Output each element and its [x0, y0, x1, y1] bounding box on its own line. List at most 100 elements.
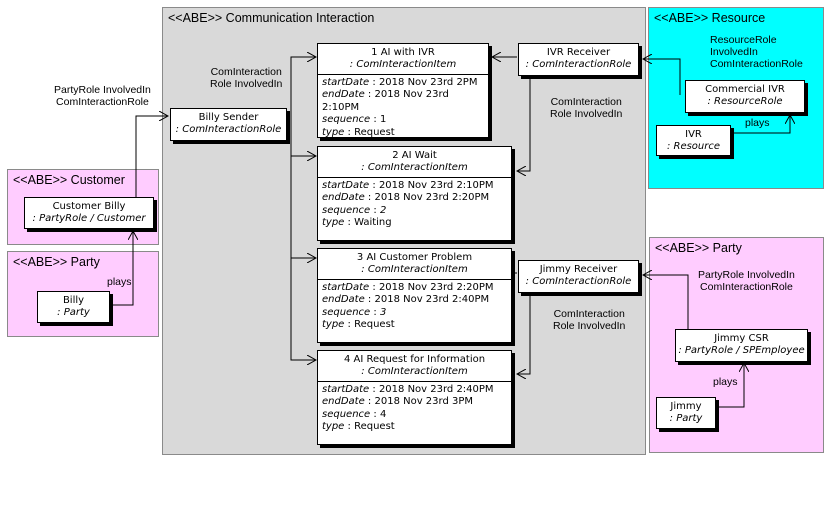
- label-line: Role InvolvedIn: [210, 78, 283, 90]
- jimmy-object[interactable]: Jimmy : Party: [656, 397, 716, 429]
- link-commercial-ivr-to-ivr-receiver: [643, 59, 681, 95]
- object-name: Customer Billy: [52, 201, 126, 212]
- ivr-receiver-object[interactable]: IVR Receiver : ComInteractionRole: [518, 43, 639, 76]
- attr-name: sequence: [322, 204, 371, 216]
- interaction-item-2[interactable]: 2 AI Wait : ComInteractionItem startDate…: [317, 146, 512, 241]
- object-name: Billy Sender: [198, 112, 259, 123]
- label-line: ComInteraction: [210, 66, 282, 78]
- attr-value: Request: [354, 319, 395, 331]
- attr-value: 2018 Nov 23rd 2:10PM: [322, 89, 449, 113]
- attr-name: sequence: [322, 114, 371, 126]
- attr-name: endDate: [322, 294, 365, 306]
- object-name: Jimmy Receiver: [539, 264, 618, 275]
- label-resourcerole-involvedin: ResourceRole InvolvedIn ComInteractionRo…: [710, 34, 803, 70]
- attr-name: type: [322, 421, 345, 433]
- object-type: : ComInteractionRole: [525, 276, 632, 287]
- attr-name: type: [322, 126, 345, 138]
- link-jimmy-csr-to-jimmy-receiver: [643, 275, 689, 329]
- attr-value: 2: [379, 204, 387, 216]
- link-jimmy-plays-jimmy-csr: [718, 363, 744, 408]
- jimmy-csr-object[interactable]: Jimmy CSR : PartyRole / SPEmployee: [675, 329, 808, 362]
- attr-value: 3: [379, 306, 387, 318]
- link-ivr-receiver-to-item-2: [517, 76, 531, 171]
- object-name: Commercial IVR: [705, 84, 785, 95]
- label-partyrole-involvedin: PartyRole InvolvedIn ComInteractionRole: [54, 84, 151, 108]
- label-line: PartyRole InvolvedIn: [54, 84, 151, 96]
- label-line: Role InvolvedIn: [550, 108, 623, 120]
- object-name: IVR Receiver: [546, 47, 611, 58]
- customer-billy-object[interactable]: Customer Billy : PartyRole / Customer: [24, 197, 154, 229]
- attr-value: 2018 Nov 23rd 2:40PM: [378, 384, 494, 395]
- object-name: Jimmy: [670, 401, 702, 412]
- item-attributes: startDate : 2018 Nov 23rd 2PM endDate : …: [318, 74, 488, 139]
- label-line: ComInteraction: [550, 96, 622, 108]
- attr-value: Waiting: [354, 217, 392, 229]
- package-title: <<ABE>> Party: [655, 241, 742, 255]
- link-sender-to-item-3: [290, 156, 316, 258]
- label-cominteraction-role-involvedin: ComInteraction Role InvolvedIn: [210, 66, 282, 90]
- attr-name: sequence: [322, 306, 371, 318]
- object-type: : PartyRole / Customer: [32, 213, 146, 224]
- item-type: : ComInteractionItem: [349, 59, 457, 70]
- label-line: ComInteraction: [553, 308, 625, 320]
- link-ivr-plays-commercial-ivr: [733, 115, 790, 134]
- label-plays-left: plays: [107, 276, 132, 288]
- attr-name: sequence: [322, 408, 371, 420]
- item-attributes: startDate : 2018 Nov 23rd 2:40PM endDate…: [318, 381, 511, 434]
- attr-name: startDate: [322, 384, 370, 395]
- attr-value: 2018 Nov 23rd 2:40PM: [374, 294, 490, 306]
- attr-value: 2018 Nov 23rd 2:20PM: [378, 282, 494, 293]
- label-line: PartyRole InvolvedIn: [698, 269, 795, 281]
- attr-name: endDate: [322, 192, 365, 204]
- item-type: : ComInteractionItem: [361, 264, 468, 275]
- attr-name: type: [322, 217, 345, 229]
- billy-sender-object[interactable]: Billy Sender : ComInteractionRole: [170, 108, 287, 141]
- label-line: ComInteractionRole: [700, 281, 793, 293]
- object-name: IVR: [685, 129, 702, 140]
- label-line: Role InvolvedIn: [553, 320, 626, 332]
- object-name: Billy: [62, 295, 85, 306]
- link-jimmy-receiver-to-item-4: [517, 293, 531, 374]
- item-name: 1 AI with IVR: [371, 47, 435, 58]
- package-title: <<ABE>> Communication Interaction: [168, 11, 375, 25]
- billy-object[interactable]: Billy : Party: [37, 291, 110, 323]
- object-type: : Party: [57, 307, 90, 318]
- object-type: : Resource: [666, 141, 721, 152]
- link-customer-billy-to-billy-sender: [135, 116, 168, 197]
- package-title: <<ABE>> Customer: [13, 173, 125, 187]
- attr-value: 2018 Nov 23rd 2:20PM: [374, 192, 490, 204]
- item-attributes: startDate : 2018 Nov 23rd 2:10PM endDate…: [318, 177, 511, 230]
- object-type: : PartyRole / SPEmployee: [678, 345, 805, 356]
- attr-value: Request: [354, 126, 395, 138]
- link-sender-to-item-4: [290, 258, 316, 360]
- label-party-right-involvedin: PartyRole InvolvedIn ComInteractionRole: [698, 269, 795, 293]
- attr-value: 2018 Nov 23rd 2:10PM: [378, 180, 494, 191]
- attr-name: startDate: [322, 77, 370, 88]
- package-title: <<ABE>> Resource: [654, 11, 766, 25]
- interaction-item-1[interactable]: 1 AI with IVR : ComInteractionItem start…: [317, 43, 489, 138]
- item-name: 3 AI Customer Problem: [356, 252, 473, 263]
- object-name: Jimmy CSR: [714, 333, 769, 344]
- jimmy-receiver-object[interactable]: Jimmy Receiver : ComInteractionRole: [518, 260, 639, 293]
- label-line: ResourceRole: [710, 34, 777, 46]
- attr-name: startDate: [322, 180, 370, 191]
- attr-value: 2018 Nov 23rd 2PM: [378, 77, 478, 88]
- label-plays-right: plays: [713, 376, 738, 388]
- interaction-item-3[interactable]: 3 AI Customer Problem : ComInteractionIt…: [317, 248, 512, 343]
- label-line: ComInteractionRole: [56, 96, 149, 108]
- item-name: 4 AI Request for Information: [343, 354, 486, 365]
- interaction-item-4[interactable]: 4 AI Request for Information : ComIntera…: [317, 350, 512, 445]
- attr-value: 4: [379, 408, 387, 420]
- object-type: : ComInteractionRole: [525, 59, 632, 70]
- item-attributes: startDate : 2018 Nov 23rd 2:20PM endDate…: [318, 279, 511, 332]
- ivr-object[interactable]: IVR : Resource: [656, 125, 731, 156]
- attr-value: 2018 Nov 23rd 3PM: [374, 396, 474, 408]
- commercial-ivr-object[interactable]: Commercial IVR : ResourceRole: [685, 80, 805, 113]
- link-sender-to-items: [290, 56, 316, 128]
- label-ivr-role-involvedin: ComInteraction Role InvolvedIn: [550, 96, 622, 120]
- label-line: InvolvedIn: [710, 46, 758, 58]
- attr-name: endDate: [322, 89, 365, 101]
- attr-name: startDate: [322, 282, 370, 293]
- object-type: : Party: [669, 413, 703, 424]
